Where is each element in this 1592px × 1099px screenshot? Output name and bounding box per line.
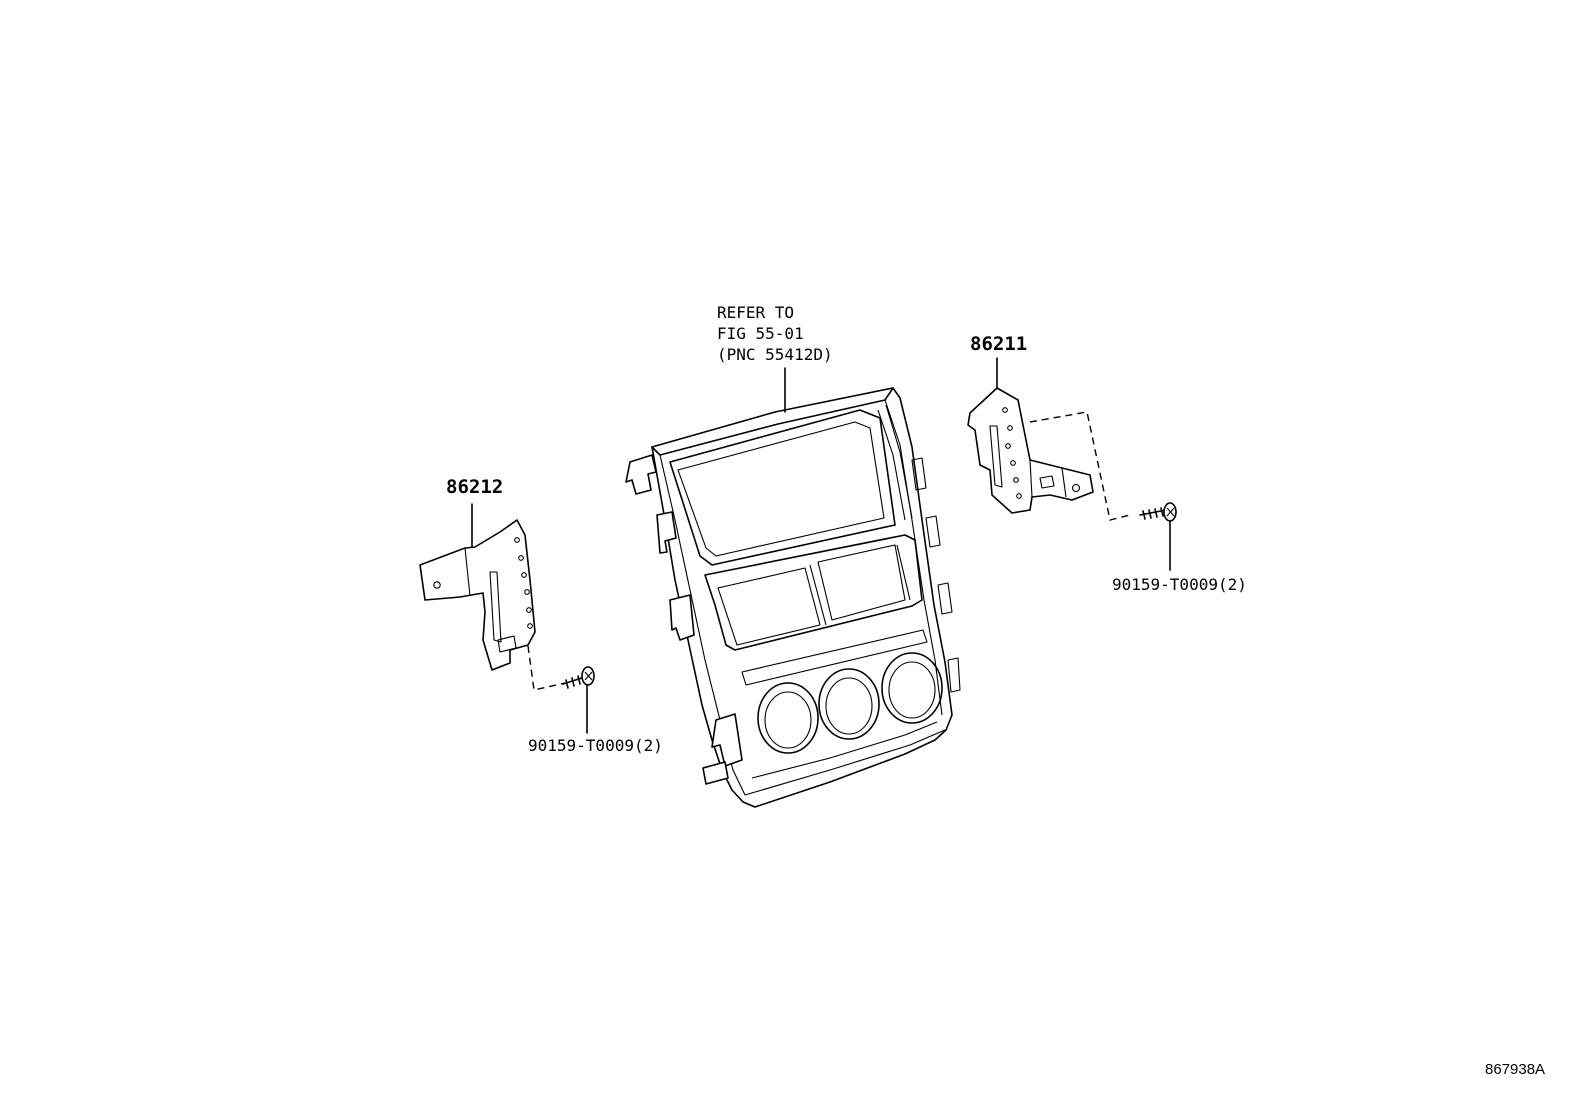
right-bracket-86211[interactable]: [967, 387, 1094, 514]
center-bezel-panel[interactable]: [625, 387, 961, 808]
figure-id: 867938A: [1485, 1061, 1545, 1078]
left-bracket-86212[interactable]: [419, 519, 536, 671]
right-bracket-dashed-connector: [1029, 411, 1131, 521]
note-line-2: FIG 55-01: [717, 324, 804, 343]
left-bracket-label: 86212: [446, 476, 503, 498]
knob-center: [818, 668, 880, 740]
left-screw-label: 90159-T0009(2): [528, 736, 663, 755]
note-line-1: REFER TO: [717, 303, 794, 322]
knob-right: [881, 652, 943, 724]
right-screw-label: 90159-T0009(2): [1112, 575, 1247, 594]
right-screw[interactable]: [1139, 502, 1177, 522]
right-bracket-label: 86211: [970, 333, 1027, 355]
knob-left: [757, 682, 819, 754]
left-bracket-dashed-connector: [527, 645, 566, 691]
note-line-3: (PNC 55412D): [717, 345, 833, 364]
left-screw[interactable]: [562, 666, 595, 689]
bezel-reference-note: REFER TO FIG 55-01 (PNC 55412D): [717, 303, 833, 364]
